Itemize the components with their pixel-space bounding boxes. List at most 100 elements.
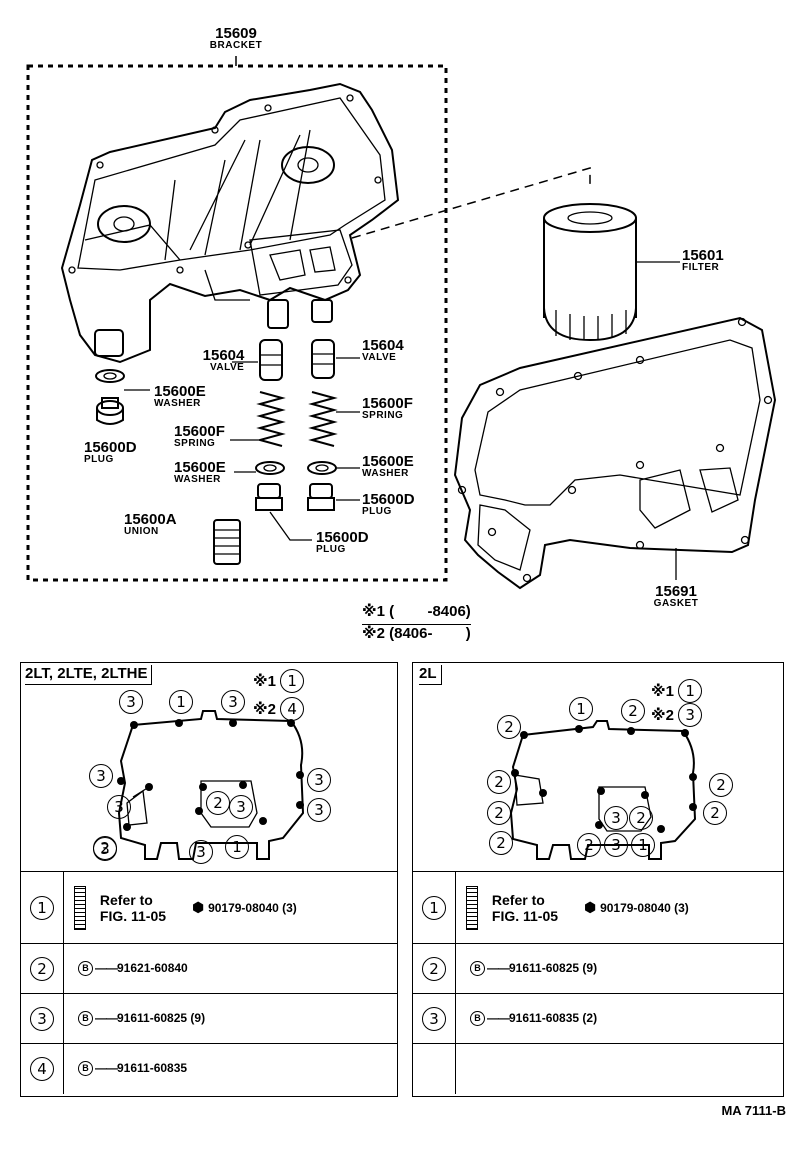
bolt-row: 2 B——91621-60840 [21, 943, 397, 994]
plug-left-label: 15600D PLUG [84, 440, 137, 465]
part-name: VALVE [210, 362, 245, 373]
row-number: 2 [422, 956, 446, 981]
mark-circle-number: 1 [280, 669, 305, 693]
part-number: 15601 [682, 247, 724, 264]
plug-bottom-label: 15600D PLUG [316, 530, 369, 555]
row-fig: FIG. 11-05 [99, 907, 167, 924]
part-number: 15600F [362, 395, 413, 412]
row-number: 4 [30, 1056, 54, 1081]
part-name: GASKET [653, 598, 699, 609]
callout-number: 3 [604, 833, 628, 857]
washer-right-label: 15600E WASHER [362, 454, 414, 479]
variant-mark-1: ※1 1 [253, 669, 305, 693]
bolt-row: 4 B——91611-60835 [21, 1043, 397, 1094]
row-number: 1 [30, 895, 54, 920]
row-part: 90179-08040 (3) [208, 900, 297, 915]
callout-number: 2 [497, 715, 521, 739]
small-parts-drawing [95, 339, 360, 565]
part-name: SPRING [362, 410, 404, 421]
callout-number: 2 [621, 699, 645, 723]
row-number: 2 [30, 956, 54, 981]
callout-number: 3 [93, 837, 117, 861]
filter-drawing [543, 203, 680, 342]
row-part: 91611-60835 (2) [509, 1010, 598, 1025]
bolt-icon: B [470, 961, 485, 977]
figure-code: MA 7111-B [721, 1103, 786, 1118]
bolt-layout-diagram [509, 720, 697, 860]
callout-number: 3 [89, 764, 113, 788]
part-number: 15600E [154, 383, 206, 400]
union-label: 15600A UNION [124, 512, 177, 537]
part-name: PLUG [316, 544, 346, 555]
row-part: 91611-60835 [117, 1061, 188, 1076]
bolt-icon: B [78, 1011, 93, 1027]
panel-2lt: 2LT, 2LTE, 2LTHE ※1 1 ※2 4 3 1 3 2 3 3 3… [20, 662, 398, 1097]
plug-right-label: 15600D PLUG [362, 492, 415, 517]
spring-right-label: 15600F SPRING [362, 396, 413, 421]
callout-number: 3 [307, 768, 331, 792]
part-name: PLUG [84, 454, 114, 465]
variant-mark-2: ※2 3 [651, 703, 703, 727]
nut-icon: ⬢ [191, 899, 205, 915]
panel-title: 2LT, 2LTE, 2LTHE [25, 665, 152, 685]
part-name: VALVE [362, 352, 397, 363]
callout-number: 2 [629, 806, 653, 830]
footnote-mark: ※1 [362, 603, 385, 620]
part-name: UNION [124, 526, 159, 537]
bolt-row [413, 1043, 783, 1094]
part-number: 15600E [362, 453, 414, 470]
valve-left-label: 15604 VALVE [184, 348, 245, 373]
mark-symbol: ※2 [651, 707, 674, 724]
bracket-drawing [60, 82, 400, 364]
part-name: FILTER [682, 262, 720, 273]
mark-symbol: ※1 [651, 683, 674, 700]
part-number: 15600D [84, 439, 137, 456]
callout-number: 2 [487, 801, 511, 825]
bolt-layout-diagram [117, 710, 305, 860]
gasket-drawing [453, 316, 777, 590]
variant-mark-1: ※1 1 [651, 679, 703, 703]
row-ref: Refer to [491, 891, 545, 908]
part-number: 15600D [316, 529, 369, 546]
callout-number: 3 [107, 795, 131, 819]
bolt-row: 2 B——91611-60825 (9) [413, 943, 783, 994]
callout-number: 2 [206, 791, 230, 815]
part-name: WASHER [154, 398, 201, 409]
footnote-range: ( -8406) [389, 603, 471, 620]
row-part: 91611-60825 (9) [117, 1010, 206, 1025]
bolt-table: 1 Refer to FIG. 11-05 ⬢ 90179-08040 (3) … [21, 871, 397, 1094]
part-name: PLUG [362, 506, 392, 517]
valve-right-label: 15604 VALVE [362, 338, 404, 363]
row-number: 3 [422, 1006, 446, 1031]
part-number: 15600D [362, 491, 415, 508]
callout-number: 3 [221, 690, 245, 714]
footnote-range: (8406- ) [389, 625, 471, 642]
bolt-row: 3 B——91611-60825 (9) [21, 993, 397, 1044]
bolt-icon: B [78, 1061, 93, 1077]
part-name: WASHER [362, 468, 409, 479]
callout-number: 2 [703, 801, 727, 825]
part-number: 15604 [362, 337, 404, 354]
callout-number: 1 [169, 690, 193, 714]
bolt-row: 1 Refer to FIG. 11-05 ⬢ 90179-08040 (3) [21, 871, 397, 944]
exploded-view-drawing [26, 56, 777, 590]
bracket-label: 15609 BRACKET [210, 26, 262, 51]
bolt-row: 3 B——91611-60835 (2) [413, 993, 783, 1044]
callout-number: 3 [189, 840, 213, 864]
callout-number: 2 [577, 833, 601, 857]
callout-number: 2 [489, 831, 513, 855]
footnote-1: ※1 ( -8406) [362, 604, 471, 619]
part-number: 15609 [215, 25, 257, 42]
panel-title: 2L [419, 665, 442, 685]
callout-number: 1 [631, 833, 655, 857]
stud-icon [74, 885, 86, 930]
part-name: SPRING [174, 438, 216, 449]
footnote-2: ※2 (8406- ) [362, 624, 471, 641]
row-fig: FIG. 11-05 [491, 907, 559, 924]
bolt-icon: B [470, 1011, 485, 1027]
mark-circle-number: 3 [678, 703, 703, 727]
part-number: 15600E [174, 459, 226, 476]
row-part: 90179-08040 (3) [600, 900, 689, 915]
part-number: 15600A [124, 511, 177, 528]
callout-number: 3 [119, 690, 143, 714]
